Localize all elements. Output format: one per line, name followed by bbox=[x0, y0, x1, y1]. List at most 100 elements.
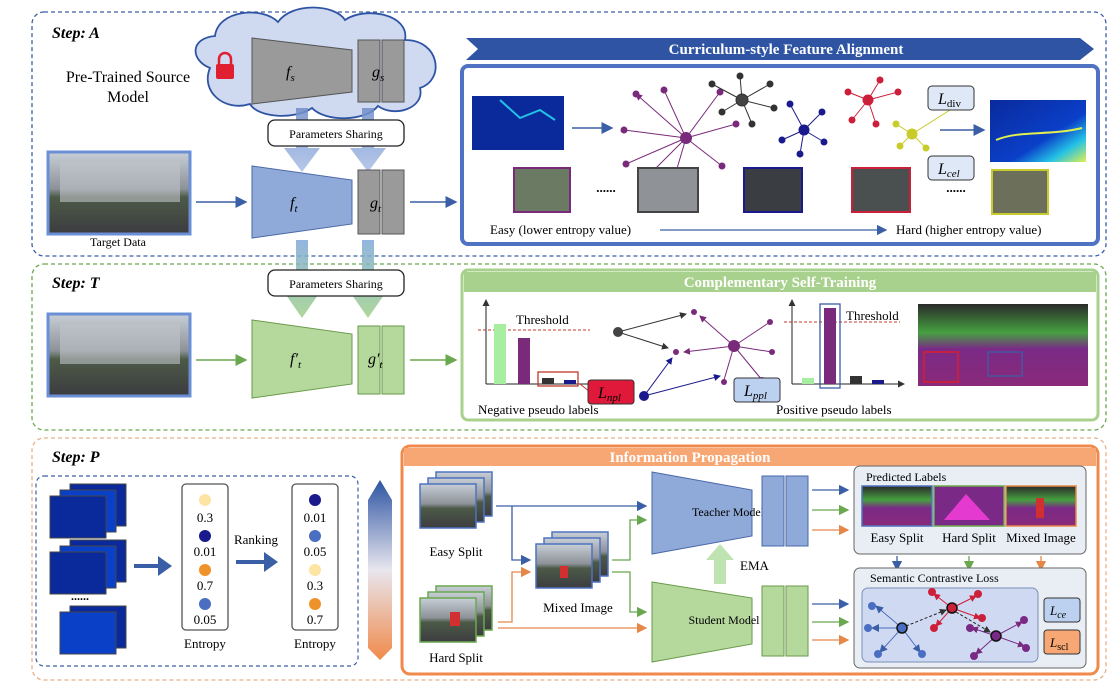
target-data-label: Target Data bbox=[90, 235, 147, 249]
entropy-dot-1 bbox=[199, 494, 211, 506]
encoder-ft bbox=[251, 165, 353, 239]
entropy-value-1: 0.3 bbox=[197, 510, 213, 525]
gs-label: gs bbox=[372, 64, 384, 84]
target-image-t-building bbox=[60, 324, 180, 364]
hard-split-label: Hard Split bbox=[429, 650, 483, 665]
step-a-frame bbox=[31, 11, 1107, 257]
arrow-maps-to-entropy bbox=[134, 556, 172, 576]
classifier-gt-prime-a bbox=[357, 325, 381, 395]
patch-mid-2 bbox=[851, 167, 911, 213]
ranked-column bbox=[291, 483, 339, 631]
student-head-b bbox=[785, 585, 809, 657]
ranked-value-1: 0.01 bbox=[304, 510, 327, 525]
hard-split-stack bbox=[419, 585, 493, 643]
entropy-map-output-trace bbox=[995, 127, 1083, 141]
params-sharing-box-t bbox=[267, 269, 405, 297]
ranking-arrow bbox=[236, 552, 278, 572]
patch-easy-2 bbox=[637, 167, 699, 213]
mixed-image-label: Mixed Image bbox=[543, 600, 613, 615]
step-t-label: Step: T bbox=[52, 275, 101, 292]
classifier-gs-a bbox=[357, 39, 381, 103]
entropy-map-stack-3 bbox=[59, 605, 127, 655]
dark-cluster-graph bbox=[708, 72, 778, 128]
ranking-label: Ranking bbox=[234, 532, 279, 547]
encoder-fs bbox=[251, 37, 353, 105]
red-cluster-graph bbox=[844, 76, 902, 128]
contrastive-title: Semantic Contrastive Loss bbox=[870, 571, 999, 585]
entropy-value-3: 0.7 bbox=[197, 578, 214, 593]
classifier-gt-b bbox=[381, 169, 405, 235]
navy-cluster-graph bbox=[778, 100, 828, 158]
predicted-labels-title: Predicted Labels bbox=[866, 470, 947, 484]
seg-blue-box bbox=[987, 351, 1023, 377]
ranked-value-2: 0.05 bbox=[304, 544, 327, 559]
dots-a-2: ...... bbox=[946, 180, 966, 195]
pos-labels-caption: Positive pseudo labels bbox=[776, 402, 892, 417]
entropy-dot-3 bbox=[199, 564, 211, 576]
threshold-label-2: Threshold bbox=[846, 308, 899, 323]
entropy-dot-4 bbox=[199, 598, 211, 610]
params-sharing-label-a: Parameters Sharing bbox=[289, 127, 383, 141]
fs-label: fs bbox=[286, 64, 295, 84]
l-scl-label: Lscl bbox=[1049, 635, 1069, 653]
teacher-head-a bbox=[761, 475, 785, 547]
ranked-dot-1 bbox=[309, 494, 321, 506]
step-p-frame bbox=[31, 437, 1107, 681]
cst-banner-label: Complementary Self-Training bbox=[684, 275, 877, 291]
entropy-caption-1: Entropy bbox=[184, 636, 226, 651]
cfa-banner bbox=[466, 38, 1094, 60]
easy-split-label: Easy Split bbox=[429, 544, 482, 559]
ranked-dot-3 bbox=[309, 564, 321, 576]
ip-banner bbox=[404, 448, 1096, 466]
lock-icon bbox=[216, 51, 234, 79]
ranked-value-3: 0.3 bbox=[307, 578, 323, 593]
pred-map-easy bbox=[861, 485, 933, 527]
classifier-gs-b bbox=[381, 39, 405, 103]
cst-banner bbox=[464, 272, 1096, 292]
ip-banner-label: Information Propagation bbox=[610, 450, 772, 466]
cfa-banner-label: Curriculum-style Feature Alignment bbox=[669, 42, 904, 58]
l-ce-label: Lce bbox=[1049, 603, 1067, 621]
entropy-map-stack-2 bbox=[49, 539, 127, 595]
entropy-map-input-trace bbox=[499, 99, 556, 121]
teacher-head-b bbox=[785, 475, 809, 547]
positive-histogram bbox=[784, 299, 905, 389]
teacher-label: Teacher Model bbox=[692, 505, 765, 519]
encoder-ft-prime bbox=[251, 319, 353, 399]
step-p-label: Step: P bbox=[52, 449, 100, 466]
params-sharing-label-t: Parameters Sharing bbox=[289, 277, 383, 291]
source-model-label-line1: Pre-Trained Source bbox=[66, 69, 190, 86]
classifier-gt-a bbox=[357, 169, 381, 235]
arrow-easy-to-mixed bbox=[511, 506, 532, 566]
student-head-a bbox=[761, 585, 785, 657]
step-a-label: Step: A bbox=[52, 25, 100, 42]
ema-arrow bbox=[706, 544, 734, 584]
teacher-encoder bbox=[651, 471, 753, 555]
yellow-cluster-graph bbox=[892, 109, 951, 152]
entropy-map-stack-1 bbox=[49, 483, 127, 539]
entropy-map-input bbox=[472, 96, 564, 150]
step-t-frame bbox=[31, 263, 1107, 431]
pred-map-mixed-overlay bbox=[1036, 498, 1044, 518]
pred-easy-label: Easy Split bbox=[870, 530, 923, 545]
dots-p: ...... bbox=[71, 589, 89, 603]
l-cel-box bbox=[927, 155, 975, 181]
negative-histogram bbox=[478, 299, 595, 388]
purple-cluster-graph bbox=[623, 89, 737, 175]
target-building bbox=[60, 162, 180, 202]
gt-label: gt bbox=[370, 195, 382, 215]
arrow-hard-to-mixed bbox=[498, 566, 532, 623]
ranking-panel bbox=[35, 475, 359, 667]
entropy-dot-2 bbox=[199, 530, 211, 542]
patch-hard bbox=[991, 169, 1049, 215]
l-npl-box bbox=[587, 379, 635, 405]
threshold-label-1: Threshold bbox=[516, 312, 569, 327]
neg-labels-caption: Negative pseudo labels bbox=[478, 402, 599, 417]
l-ppl-box bbox=[733, 377, 781, 403]
easy-split-stack bbox=[419, 471, 493, 529]
l-ce-box bbox=[1043, 597, 1081, 623]
patch-mid-1 bbox=[743, 167, 803, 213]
ft-prime-label: f′t bbox=[290, 351, 302, 371]
entropy-value-4: 0.05 bbox=[194, 612, 217, 627]
